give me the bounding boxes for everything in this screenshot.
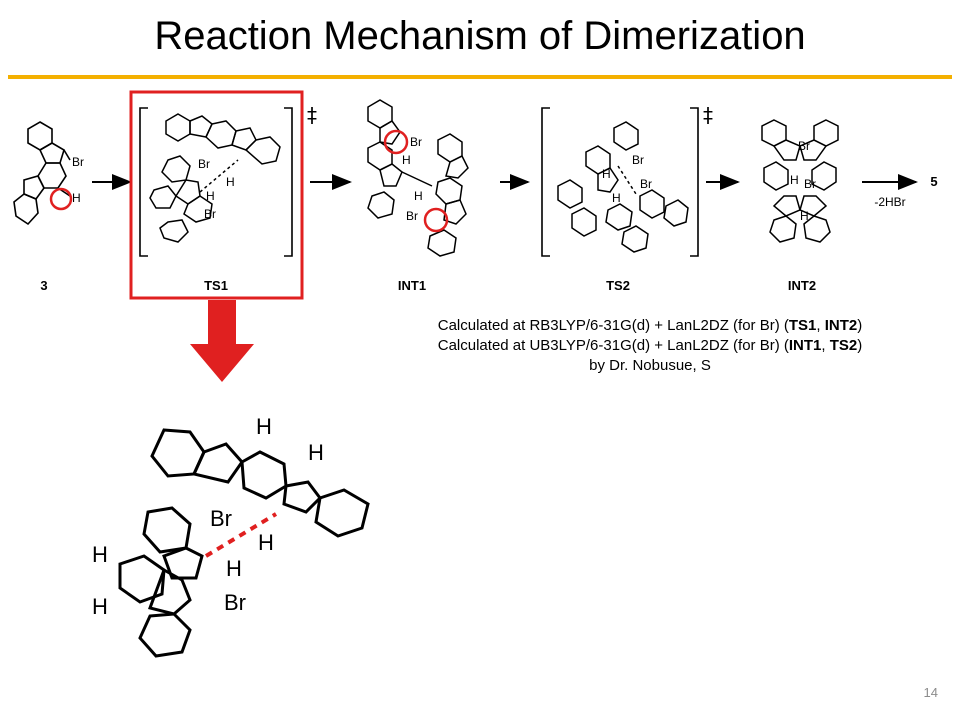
title-underline xyxy=(8,75,952,79)
label-product-5: 5 xyxy=(930,174,937,189)
ts1-structure xyxy=(149,113,281,243)
c3-h-label: H xyxy=(72,191,81,205)
note-line-3: by Dr. Nobusue, S xyxy=(589,357,711,374)
label-int1: INT1 xyxy=(398,278,426,293)
ts2-br-right: Br xyxy=(640,177,652,191)
int1-structure xyxy=(367,99,469,257)
c3-reactive-site-circle xyxy=(49,187,73,211)
int2-structure xyxy=(761,119,839,243)
label-ts2: TS2 xyxy=(606,278,630,293)
c3-br-label: Br xyxy=(72,155,84,169)
ts2-h-top: H xyxy=(602,167,611,181)
int1-radical-circle-top xyxy=(383,129,409,155)
big-h-lower-right: H xyxy=(226,556,242,581)
big-h-left-top: H xyxy=(92,542,108,567)
int1-br-top: Br xyxy=(410,135,422,149)
int2-h-mid: H xyxy=(790,173,799,187)
int2-h-bottom: H xyxy=(800,209,809,223)
label-int2: INT2 xyxy=(788,278,816,293)
ts1-h-top: H xyxy=(226,175,235,189)
big-br-upper: Br xyxy=(210,506,232,531)
big-br-lower: Br xyxy=(224,590,246,615)
big-h-upper-bottom: H xyxy=(258,530,274,555)
int1-central-bond xyxy=(401,171,433,187)
page-number: 14 xyxy=(923,685,938,700)
big-h-right: H xyxy=(308,440,324,465)
ts2-dagger: ‡ xyxy=(703,103,713,127)
int1-br-bottom: Br xyxy=(406,209,418,223)
ts1-dagger: ‡ xyxy=(307,103,317,127)
int1-h-bottom: H xyxy=(414,189,423,203)
big-h-left-bottom: H xyxy=(92,594,108,619)
calculation-notes: Calculated at RB3LYP/6-31G(d) + LanL2DZ … xyxy=(360,316,940,376)
ts2-structure xyxy=(557,121,689,253)
int2-br-mid: Br xyxy=(804,177,816,191)
zoom-down-arrow xyxy=(190,300,254,382)
label-3: 3 xyxy=(40,278,47,293)
ts1-br-top: Br xyxy=(198,157,210,171)
ts1-brackets xyxy=(139,107,293,257)
int2-br-top: Br xyxy=(798,139,810,153)
enlarged-ts1-dashed-bond xyxy=(204,512,278,558)
enlarged-ts1-structure xyxy=(118,428,370,658)
byproduct-label: -2HBr xyxy=(874,195,905,209)
int1-h-top: H xyxy=(402,153,411,167)
ts2-h-bottom: H xyxy=(612,191,621,205)
label-ts1: TS1 xyxy=(204,278,228,293)
ts2-brackets xyxy=(541,107,699,257)
ts2-dashed-bond xyxy=(617,165,637,195)
ts1-highlight-box xyxy=(129,90,304,300)
note-line-1: Calculated at RB3LYP/6-31G(d) + LanL2DZ … xyxy=(437,317,863,334)
ts2-br-top: Br xyxy=(632,153,644,167)
note-line-2: Calculated at UB3LYP/6-31G(d) + LanL2DZ … xyxy=(437,337,863,354)
ts1-h-mid: H xyxy=(206,189,215,203)
ts1-br-bottom: Br xyxy=(204,207,216,221)
slide-title: Reaction Mechanism of Dimerization xyxy=(154,14,806,58)
int1-radical-circle-bottom xyxy=(423,207,449,233)
ts1-dashed-bond xyxy=(199,159,239,193)
big-h-top: H xyxy=(256,414,272,439)
compound-3-structure xyxy=(13,121,71,226)
